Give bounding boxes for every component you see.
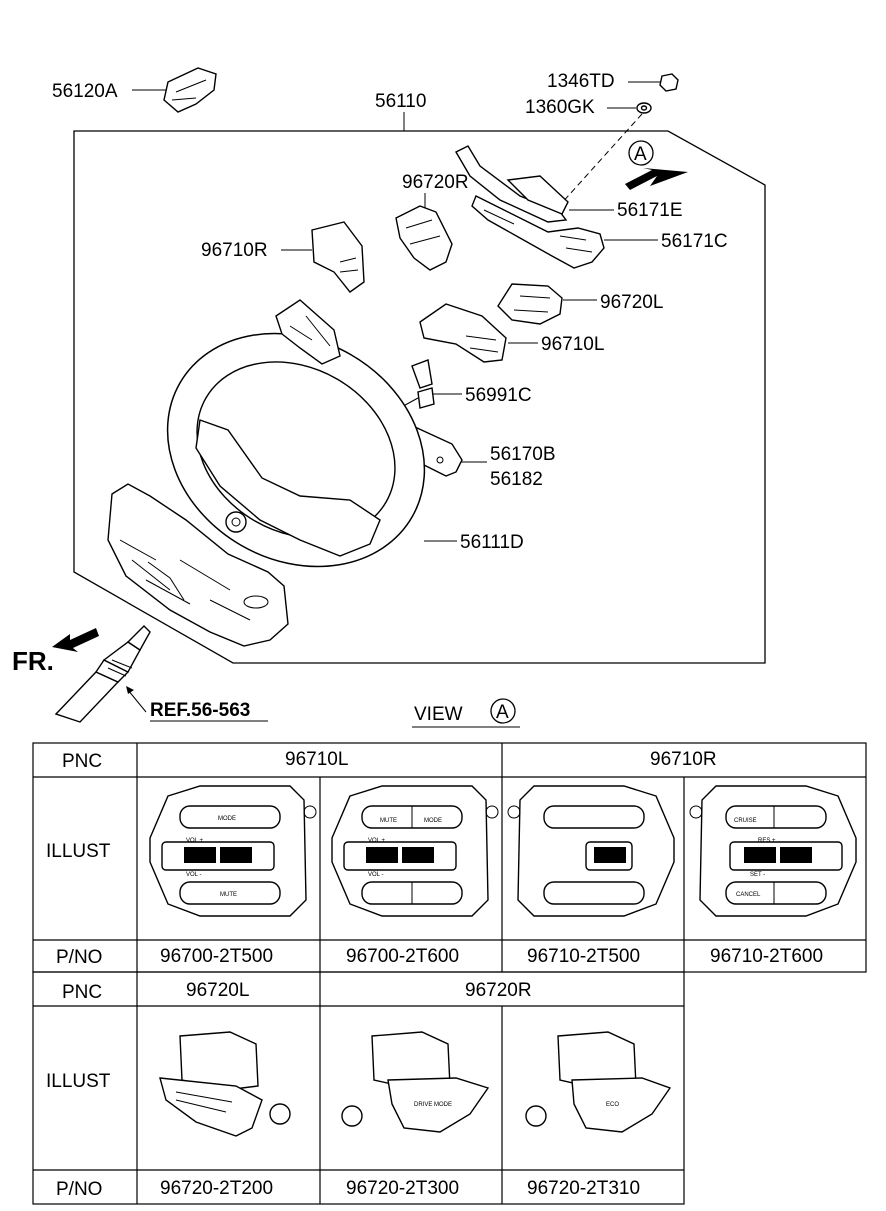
illust-96700-2T500: MODE VOL + VOL - MUTE [149, 785, 317, 917]
callout-56171E: 56171E [617, 200, 683, 221]
pno-label-1: P/NO [56, 947, 102, 968]
part-number: 96720-2T310 [527, 1178, 640, 1199]
view-a-arrow-icon [625, 168, 688, 190]
callout-96710R: 96710R [201, 240, 268, 261]
cap-56120A [163, 67, 217, 113]
svg-text:SET -: SET - [750, 872, 765, 878]
callout-96710L: 96710L [541, 334, 604, 355]
cover-96710L [419, 303, 507, 363]
svg-text:VOL -: VOL - [368, 872, 383, 878]
svg-text:DRIVE MODE: DRIVE MODE [414, 1102, 452, 1108]
illust-96720-2T310: ECO [525, 1031, 672, 1133]
svg-text:MUTE: MUTE [220, 892, 237, 898]
part-number: 96720-2T200 [160, 1178, 273, 1199]
front-label: FR. [12, 646, 54, 676]
part-number: 96720-2T300 [346, 1178, 459, 1199]
svg-text:A: A [496, 702, 509, 723]
svg-text:MUTE: MUTE [380, 818, 397, 824]
front-arrow-icon [52, 628, 99, 652]
illust-96720-2T300: DRIVE MODE [341, 1031, 490, 1133]
illust-label-2: ILLUST [46, 1071, 111, 1092]
svg-text:VOL +: VOL + [186, 838, 203, 844]
pnc-96720R: 96720R [465, 980, 532, 1001]
illust-96710-2T600: CRUISE RES + SET - CANCEL [689, 785, 857, 917]
callout-56120A: 56120A [52, 81, 118, 102]
washer-1360GK [636, 102, 652, 114]
callout-56110: 56110 [375, 91, 426, 112]
illust-label-1: ILLUST [46, 841, 111, 862]
parts-table [32, 742, 867, 1205]
cover-96710R [311, 221, 365, 293]
connector-56991C [395, 359, 435, 411]
callout-96720L: 96720L [600, 292, 663, 313]
view-a-heading: VIEW [414, 704, 463, 725]
pnc-label-1: PNC [62, 751, 102, 772]
part-number: 96710-2T600 [710, 946, 823, 967]
svg-text:MODE: MODE [424, 818, 442, 824]
callout-56171C: 56171C [661, 231, 728, 252]
pnc-96710L: 96710L [285, 749, 348, 770]
svg-text:VOL +: VOL + [368, 838, 385, 844]
callout-1360GK: 1360GK [525, 97, 595, 118]
callout-56991C: 56991C [465, 385, 532, 406]
pnc-label-2: PNC [62, 982, 102, 1003]
callout-1346TD: 1346TD [547, 71, 615, 92]
callout-96720R: 96720R [402, 172, 469, 193]
callout-56170B: 56170B [490, 444, 556, 465]
switch-96720L [497, 283, 563, 325]
part-number: 96700-2T500 [160, 946, 273, 967]
ref-label: REF.56-563 [150, 700, 250, 721]
pnc-96720L: 96720L [186, 980, 249, 1001]
svg-text:A: A [634, 144, 647, 165]
part-number: 96710-2T500 [527, 946, 640, 967]
illust-96720-2T200 [159, 1031, 291, 1137]
callout-56111D: 56111D [460, 532, 524, 553]
pnc-96710R: 96710R [650, 749, 717, 770]
part-number: 96700-2T600 [346, 946, 459, 967]
svg-text:CRUISE: CRUISE [734, 818, 757, 824]
illust-96710-2T500 [507, 785, 675, 917]
assembly-frame [73, 130, 766, 664]
svg-text:ECO: ECO [606, 1102, 619, 1108]
pno-label-2: P/NO [56, 1179, 102, 1200]
switch-96720R [395, 205, 453, 271]
steering-wheel-56111D [166, 299, 426, 568]
svg-text:RES +: RES + [758, 838, 776, 844]
svg-text:MODE: MODE [218, 816, 236, 822]
back-cover [107, 483, 289, 647]
nut-1346TD [659, 73, 679, 92]
bracket-56171 [455, 145, 605, 269]
view-a-marker [628, 140, 654, 166]
svg-text:VOL -: VOL - [186, 872, 201, 878]
illust-96700-2T600: MUTE MODE VOL + VOL - [331, 785, 499, 917]
svg-text:CANCEL: CANCEL [736, 892, 761, 898]
steering-column [54, 625, 151, 723]
callout-56182: 56182 [490, 469, 543, 490]
